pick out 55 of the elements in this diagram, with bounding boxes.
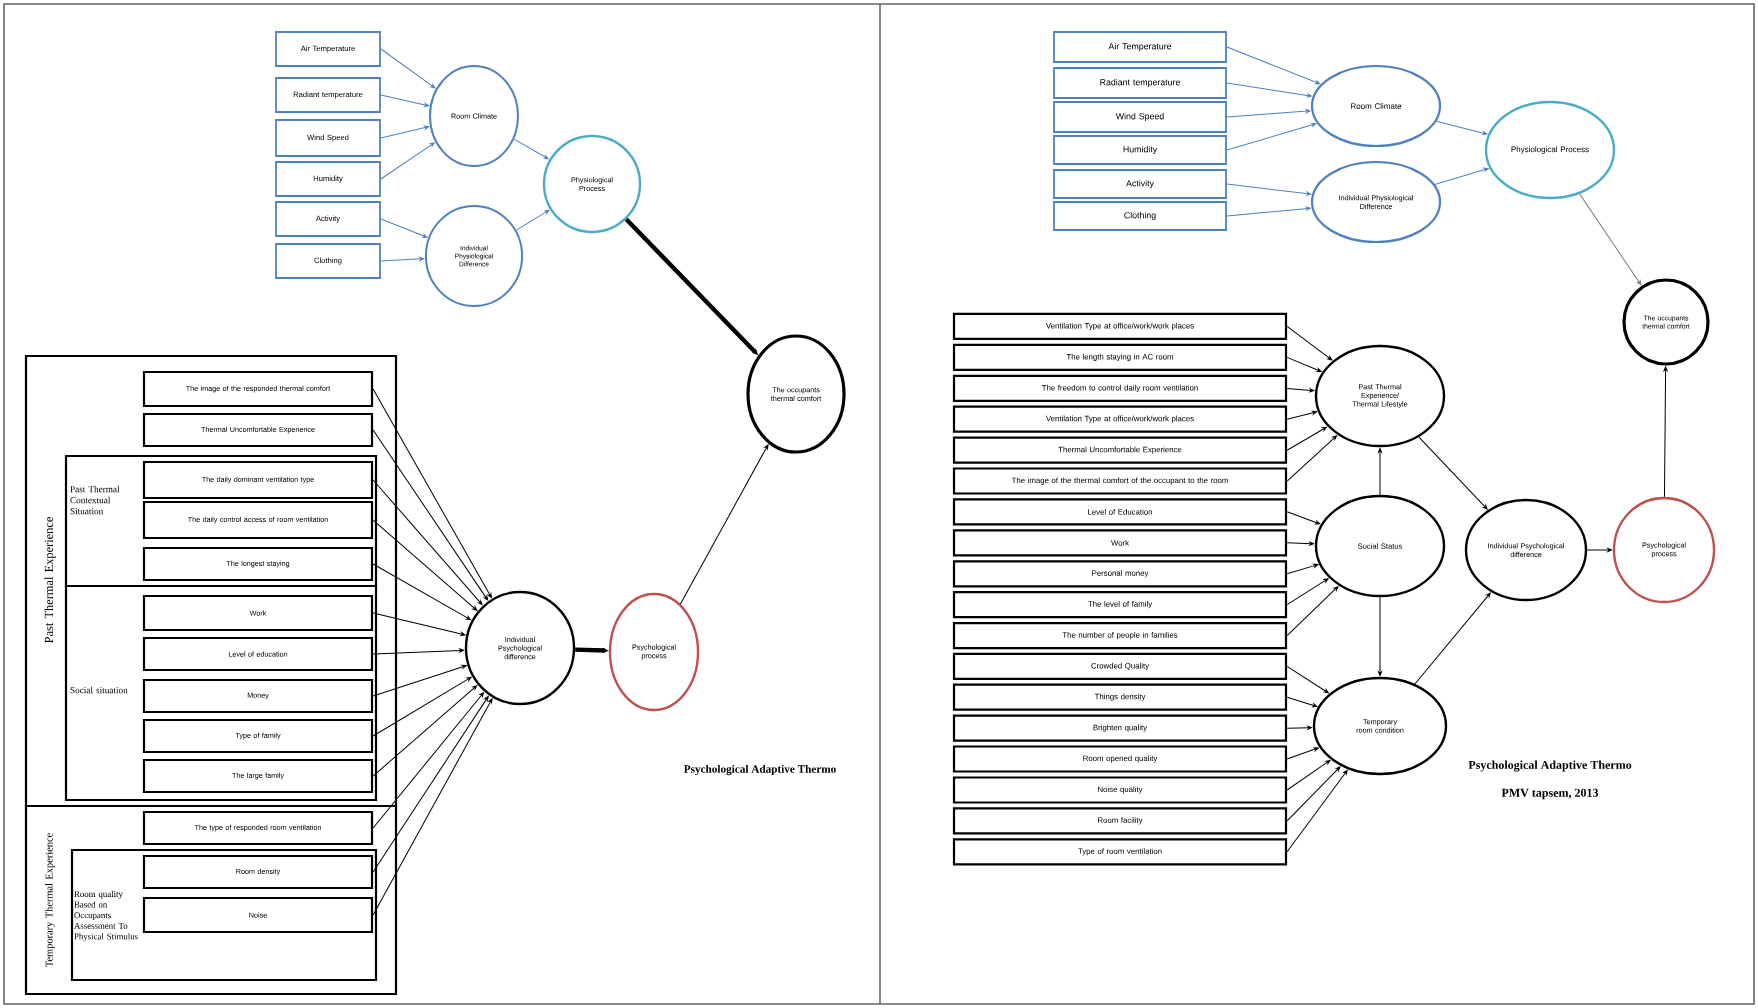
arrow — [513, 138, 549, 160]
arrow — [380, 256, 425, 262]
arrow — [1663, 366, 1668, 498]
arrow — [1286, 665, 1329, 694]
arrow — [1286, 760, 1331, 791]
arrow — [1286, 747, 1319, 760]
arrow — [380, 218, 428, 238]
arrow — [380, 94, 430, 107]
arrow — [1226, 82, 1312, 98]
arrow — [372, 698, 493, 916]
arrow — [1286, 410, 1318, 420]
arrow — [1226, 122, 1317, 151]
arrow — [380, 48, 436, 89]
arrow — [515, 209, 550, 231]
arrow — [372, 479, 483, 606]
arrow — [372, 692, 484, 829]
arrow — [380, 142, 435, 180]
arrow — [1286, 696, 1318, 708]
arrow — [372, 648, 464, 655]
arrow — [1286, 769, 1348, 853]
arrow — [372, 429, 489, 601]
arrow — [372, 612, 466, 636]
arrow — [1286, 435, 1338, 482]
arrow — [372, 664, 467, 697]
arrow — [1226, 183, 1312, 196]
arrow — [1286, 356, 1322, 373]
arrow — [1286, 325, 1333, 361]
arrow — [1286, 766, 1341, 822]
arrow — [679, 444, 769, 605]
arrow — [1226, 206, 1311, 217]
arrow — [1418, 436, 1488, 510]
arrow — [1286, 511, 1321, 525]
arrow — [372, 695, 489, 873]
arrow — [1414, 592, 1491, 685]
arrow — [372, 676, 472, 737]
arrow — [1434, 167, 1489, 185]
arrow — [372, 685, 478, 777]
arrow — [1226, 109, 1311, 118]
arrow — [1286, 387, 1315, 393]
arrow — [372, 563, 471, 621]
arrow — [1286, 541, 1315, 546]
arrow — [1286, 563, 1319, 575]
arrow — [1286, 426, 1328, 451]
arrow — [1378, 448, 1382, 496]
arrow — [372, 388, 492, 599]
arrow — [1226, 46, 1321, 85]
arrow — [380, 125, 430, 139]
arrow — [1579, 193, 1642, 286]
arrow — [1286, 578, 1329, 606]
arrow — [1586, 548, 1612, 552]
arrow — [1378, 596, 1382, 676]
arrow — [372, 519, 478, 611]
arrow — [1435, 120, 1488, 136]
arrow — [1286, 725, 1312, 730]
arrow — [1286, 586, 1339, 637]
